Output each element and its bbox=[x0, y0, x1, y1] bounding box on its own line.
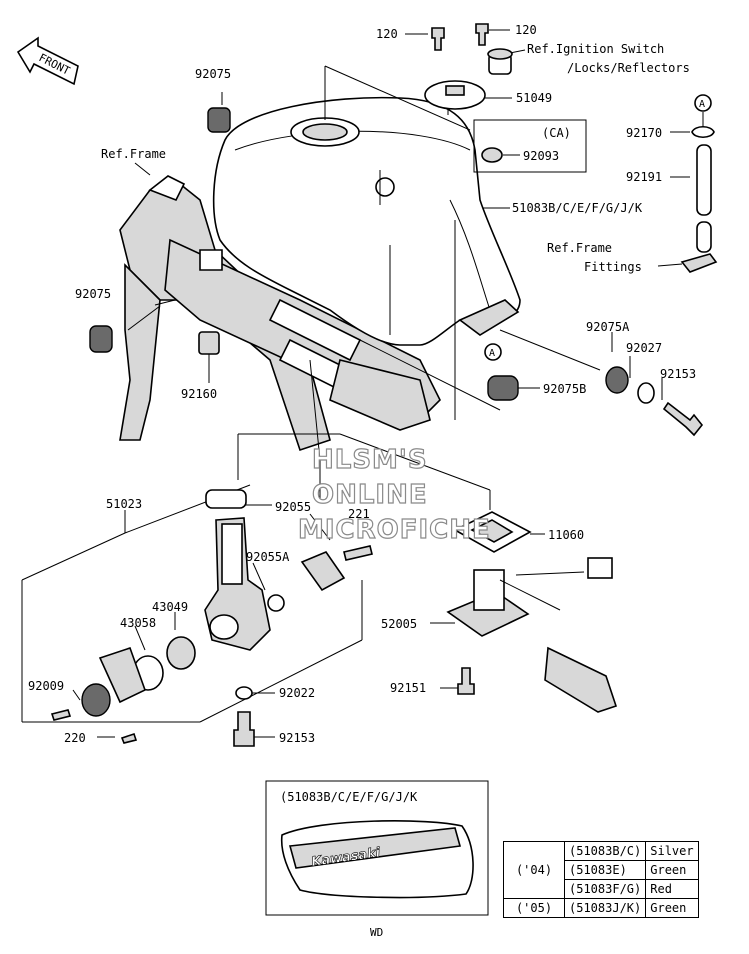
label-92153-right: 92153 bbox=[660, 367, 696, 381]
label-92009: 92009 bbox=[28, 679, 64, 693]
leader-lines bbox=[21, 29, 704, 738]
label-221: 221 bbox=[348, 507, 370, 521]
table-row: ('04) (51083B/C) Silver bbox=[503, 841, 699, 899]
label-92075B: 92075B bbox=[543, 382, 586, 396]
label-52005: 52005 bbox=[381, 617, 417, 631]
label-92075-top: 92075 bbox=[195, 67, 231, 81]
label-11060: 11060 bbox=[548, 528, 584, 542]
label-92093: 92093 bbox=[523, 149, 559, 163]
part-cell: (51083J/K) bbox=[563, 898, 647, 918]
label-92055A: 92055A bbox=[246, 550, 290, 564]
label-92055: 92055 bbox=[275, 500, 311, 514]
color-cell: Silver bbox=[645, 841, 699, 861]
watermark-line-1: HLSM'S bbox=[312, 445, 428, 475]
label-92027: 92027 bbox=[626, 341, 662, 355]
label-ref-ignition-1: Ref.Ignition Switch bbox=[527, 42, 664, 56]
bolt-120-left bbox=[431, 27, 445, 51]
circle-a-mid: A bbox=[489, 348, 495, 359]
color-table: ('04) (51083B/C) Silver (51083E) Green (… bbox=[503, 841, 699, 918]
label-wd: WD bbox=[370, 926, 383, 939]
label-43058: 43058 bbox=[120, 616, 156, 630]
label-ref-frame: Ref.Frame bbox=[101, 147, 166, 161]
frame-drawing bbox=[119, 175, 441, 452]
table-row: (51083E) Green bbox=[504, 860, 699, 880]
watermark: HLSM'S ONLINE MICROFICHE bbox=[297, 444, 491, 545]
inset-box: (51083B/C/E/F/G/J/K Kawasaki WD bbox=[265, 780, 489, 939]
small-parts bbox=[50, 23, 718, 747]
label-ref-frame-fittings-2: Fittings bbox=[584, 260, 642, 274]
color-cell: Green bbox=[645, 898, 699, 918]
label-51049: 51049 bbox=[516, 91, 552, 105]
color-cell: Red bbox=[645, 879, 699, 899]
label-92170: 92170 bbox=[626, 126, 662, 140]
watermark-line-3: MICROFICHE bbox=[298, 515, 491, 545]
label-92075A: 92075A bbox=[586, 320, 630, 334]
label-ca: (CA) bbox=[542, 126, 571, 140]
label-51023: 51023 bbox=[106, 497, 142, 511]
color-cell: Green bbox=[645, 860, 699, 880]
label-43049: 43049 bbox=[152, 600, 188, 614]
part-cell: (51083F/G) bbox=[563, 879, 647, 899]
part-labels: 120 120 Ref.Ignition Switch /Locks/Refle… bbox=[28, 23, 705, 745]
year-cell: ('04) bbox=[503, 841, 565, 899]
label-120a: 120 bbox=[376, 27, 398, 41]
part-cell: (51083B/C) bbox=[563, 841, 647, 861]
label-51083: 51083B/C/E/F/G/J/K bbox=[512, 201, 643, 215]
label-92075-left: 92075 bbox=[75, 287, 111, 301]
part-cell: (51083E) bbox=[563, 860, 647, 880]
label-92022: 92022 bbox=[279, 686, 315, 700]
table-row: (51083F/G) Red bbox=[504, 879, 699, 899]
label-120b: 120 bbox=[515, 23, 537, 37]
label-92151: 92151 bbox=[390, 681, 426, 695]
circle-a-top: A bbox=[699, 99, 705, 110]
label-92191: 92191 bbox=[626, 170, 662, 184]
table-row: ('05) (51083J/K) Green bbox=[503, 898, 699, 918]
inset-title: (51083B/C/E/F/G/J/K bbox=[280, 790, 418, 804]
label-220: 220 bbox=[64, 731, 86, 745]
year-cell: ('05) bbox=[503, 898, 565, 918]
bolt-120-right bbox=[475, 23, 489, 46]
label-ref-ignition-2: /Locks/Reflectors bbox=[567, 61, 690, 75]
fuel-tank-drawing bbox=[212, 96, 521, 346]
label-92160: 92160 bbox=[181, 387, 217, 401]
front-arrow-icon: FRONT bbox=[16, 36, 79, 86]
label-ref-frame-fittings-1: Ref.Frame bbox=[547, 241, 612, 255]
label-92153-bottom: 92153 bbox=[279, 731, 315, 745]
watermark-line-2: ONLINE bbox=[312, 480, 428, 510]
